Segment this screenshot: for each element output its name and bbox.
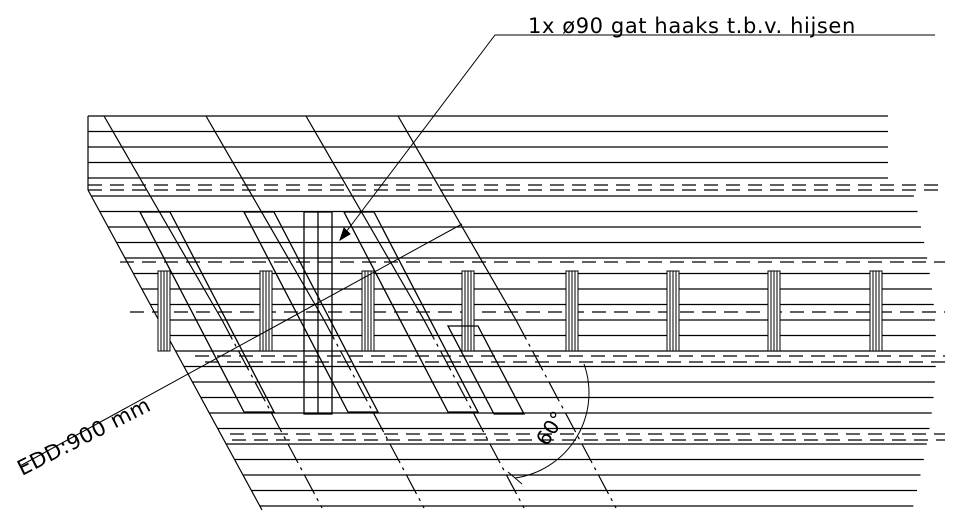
beam-line: [305, 115, 425, 321]
angle-arc: [514, 363, 590, 479]
beam-line: [221, 319, 323, 509]
edd-dimension-line: [19, 223, 463, 467]
lifting-plate: [342, 211, 480, 413]
dimension-lines: [19, 34, 935, 485]
angle-tick: [507, 471, 523, 485]
beam-line: [515, 319, 617, 509]
edd-label: EDD:900 mm: [13, 393, 154, 481]
deck-planks: [88, 115, 936, 507]
beam-line: [423, 319, 525, 509]
beam-line: [323, 319, 425, 509]
skew-edge: [87, 189, 263, 511]
skew-beams: [103, 115, 617, 509]
dashed-centerlines: [88, 184, 945, 441]
beam-line: [103, 115, 223, 321]
hole-note-label: 1x ø90 gat haaks t.b.v. hijsen: [528, 14, 856, 38]
beam-line: [397, 115, 517, 321]
lifting-plates: [138, 211, 526, 415]
leader-arrow: [339, 227, 351, 242]
lifting-plate: [138, 211, 276, 413]
deck-outline: [87, 116, 263, 511]
lifting-plate: [242, 211, 380, 413]
lifting-plate: [446, 325, 526, 415]
note-leader: [339, 34, 935, 241]
vertical-slots: [157, 270, 883, 352]
